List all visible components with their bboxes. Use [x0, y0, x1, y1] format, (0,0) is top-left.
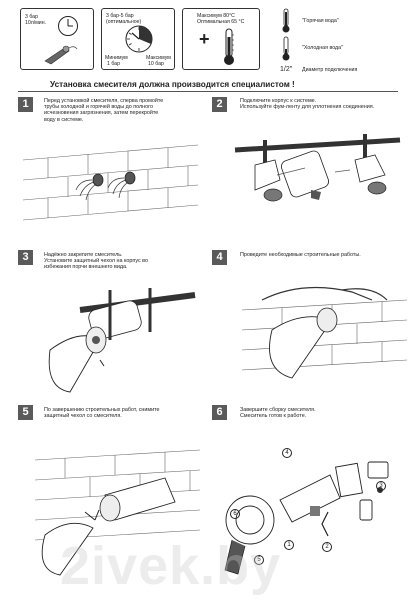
flow-rate: 10л/мин.	[25, 20, 47, 26]
pressure-gauge-icon	[125, 25, 153, 53]
step-4-line: Проведите необходимые строительные работ…	[240, 252, 361, 258]
callout-1: 1	[284, 540, 294, 550]
step-3-number: 3	[18, 250, 33, 265]
callout-5: 5	[254, 555, 264, 565]
diameter-symbol: 1/2"	[280, 66, 293, 73]
step-1-line: Перед установкой смесителя, сперва промо…	[44, 98, 164, 104]
step-3-illustration	[48, 288, 196, 393]
thermometer-icon	[224, 28, 234, 65]
step-6-text: Завершите сборку смесителя. Смеситель го…	[240, 407, 412, 419]
step-2-line: Используйте фум-ленту для уплотнения сое…	[240, 104, 375, 111]
pressure-max-value: 10 бар	[148, 61, 164, 67]
step-1-text: Перед установкой смесителя, сперва промо…	[44, 98, 194, 123]
plus-sign: +	[199, 29, 210, 49]
step-6-illustration	[224, 461, 389, 575]
step-3-line: Установите защитный чехол на корпус во	[44, 258, 148, 265]
title-divider	[18, 91, 398, 92]
pressure-max-label: Максимум	[146, 55, 171, 61]
callout-6: 6	[230, 509, 240, 519]
watermark: 2ivek.by	[60, 536, 282, 596]
step-1-illustration	[22, 144, 199, 221]
hot-water-label: "Горячая вода"	[302, 18, 339, 24]
step-1-line: исчезновения загрязнения, затем перекрой…	[44, 110, 159, 117]
step-1-number: 1	[18, 97, 33, 112]
step-2-illustration	[234, 134, 401, 202]
callout-3: 3	[376, 481, 386, 491]
spec-box-pressure: 3 бар-5 бар (оптимальное) Минимум 1 бар …	[101, 8, 175, 70]
pressure-min-label: Минимум	[105, 55, 128, 61]
step-2-number: 2	[212, 97, 227, 112]
clock-icon	[58, 16, 78, 36]
pressure-optimal: (оптимальное)	[106, 19, 142, 25]
step-5-line: По завершению строительных работ, снимит…	[44, 407, 160, 413]
cold-water-thermometer-icon	[282, 36, 290, 61]
step-2-text: Подключите корпус к системе. Используйте…	[240, 98, 412, 110]
legend: "Горячая вода" "Холодная вода" 1/2" Диам…	[280, 8, 412, 78]
step-6-line: Смеситель готов к работе.	[240, 413, 307, 420]
hot-water-thermometer-icon	[282, 8, 290, 33]
step-4-illustration	[241, 286, 408, 379]
temperature-optimal: Оптимальная 65 °C	[197, 19, 245, 25]
step-3-text: Надёжно закрепите смеситель. Установите …	[44, 252, 194, 271]
step-5-illustration	[34, 449, 201, 576]
diameter-label: Диаметр подключения	[302, 67, 358, 73]
step-6-line: Завершите сборку смесителя.	[240, 407, 316, 413]
pressure-range: 3 бар-5 бар	[106, 13, 134, 19]
step-3-line: Надёжно закрепите смеситель.	[44, 252, 123, 258]
cold-water-label: "Холодная вода"	[302, 45, 343, 51]
spec-box-flow: 3 бар 10л/мин.	[20, 8, 94, 70]
callout-4: 4	[282, 448, 292, 458]
spec-box-temperature: Максимум 80°C Оптимальная 65 °C +	[182, 8, 260, 70]
step-3-line: избежания порчи внешнего вида.	[44, 264, 128, 271]
step-5-line: защитный чехол со смесителя.	[44, 413, 122, 420]
step-5-text: По завершению строительных работ, снимит…	[44, 407, 194, 419]
step-4-number: 4	[212, 250, 227, 265]
pressure-min-value: 1 бар	[107, 61, 120, 67]
main-title: Установка смесителя должна производится …	[50, 80, 295, 89]
temperature-max: Максимум 80°C	[197, 13, 235, 19]
step-1-line: воду в системе.	[44, 116, 84, 123]
step-1-line: трубы холодной и горячей воды до полного	[44, 104, 153, 111]
step-4-text: Проведите необходимые строительные работ…	[240, 252, 412, 258]
hand-shower-icon	[44, 45, 78, 65]
callout-2: 2	[322, 542, 332, 552]
step-6-number: 6	[212, 405, 227, 420]
step-2-line: Подключите корпус к системе.	[240, 98, 317, 104]
flow-pressure: 3 бар	[25, 14, 38, 20]
step-5-number: 5	[18, 405, 33, 420]
